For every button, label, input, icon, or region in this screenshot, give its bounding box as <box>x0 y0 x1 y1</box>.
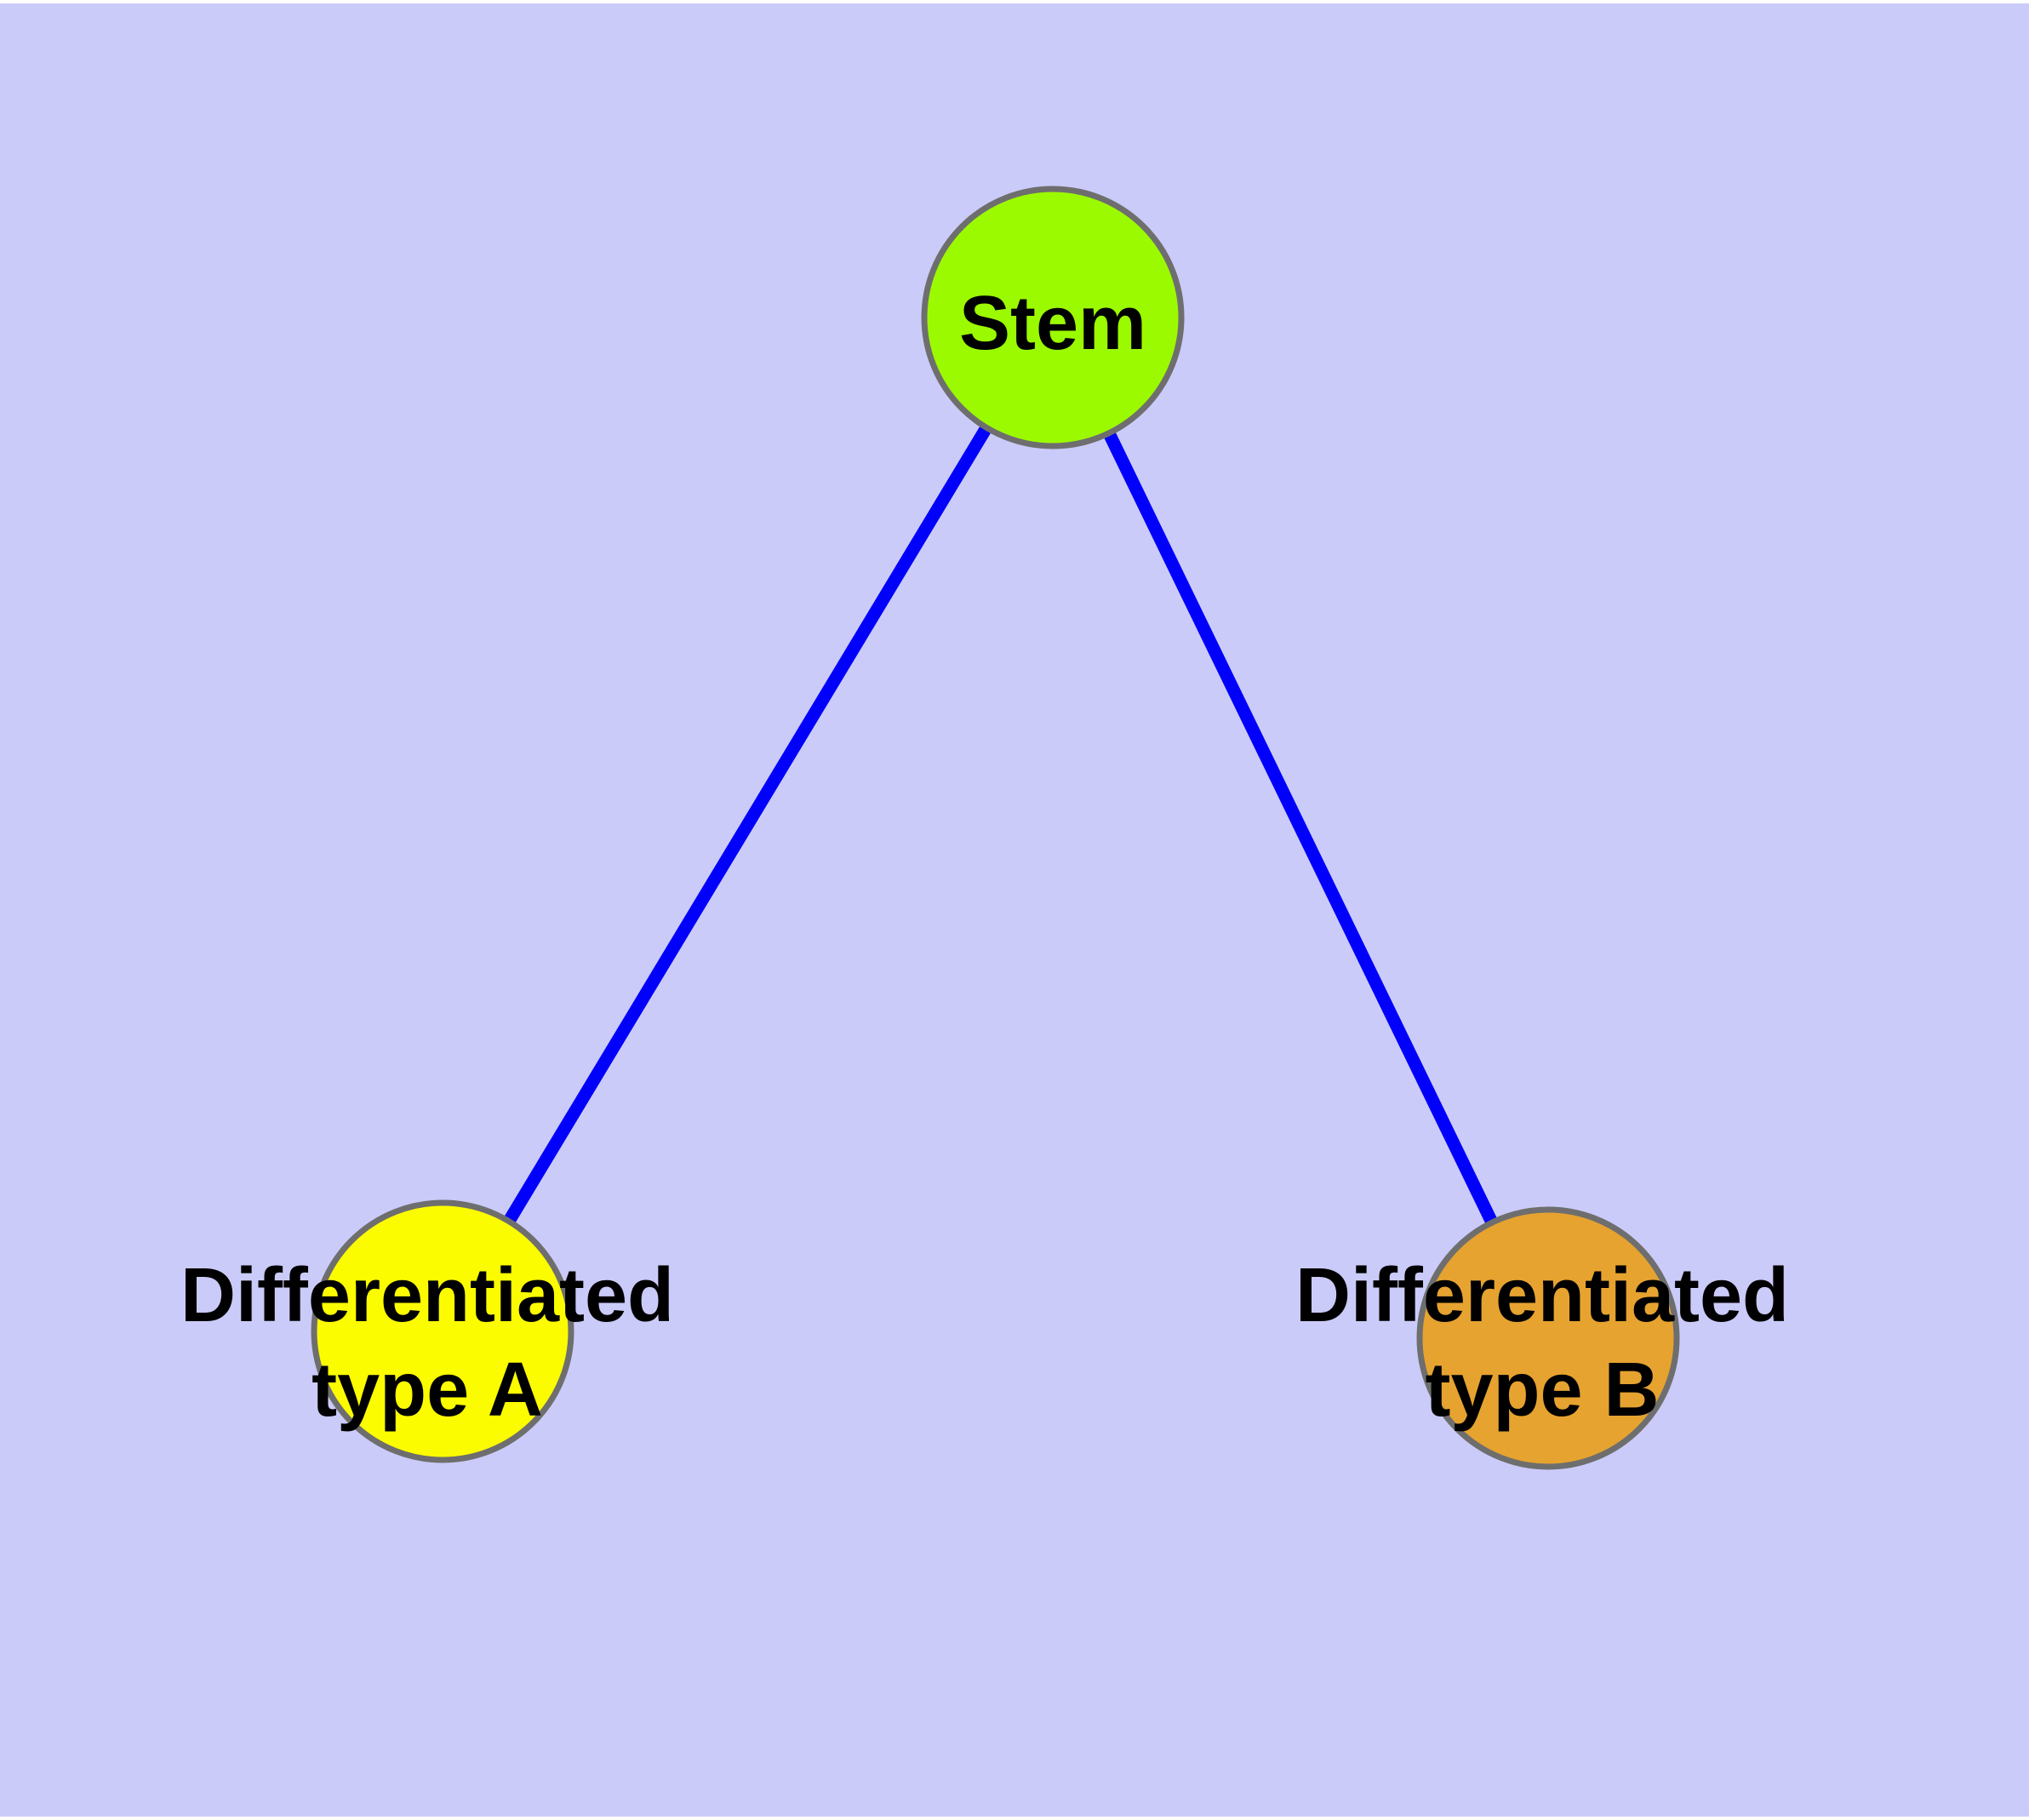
edge-stem-to-type-b <box>1047 314 1554 1342</box>
node-type-a-label-line2: type A <box>311 1348 543 1433</box>
node-type-b-label-line2: type B <box>1425 1348 1659 1433</box>
node-differentiated-type-a <box>311 1199 574 1463</box>
node-stem <box>921 186 1185 449</box>
node-type-a-label-line1: Differentiated <box>180 1253 674 1338</box>
node-differentiated-type-b <box>1416 1206 1680 1470</box>
node-stem-label: Stem <box>959 281 1146 366</box>
node-type-b-label-line1: Differentiated <box>1295 1253 1789 1338</box>
edge-stem-to-type-a <box>437 314 1059 1335</box>
